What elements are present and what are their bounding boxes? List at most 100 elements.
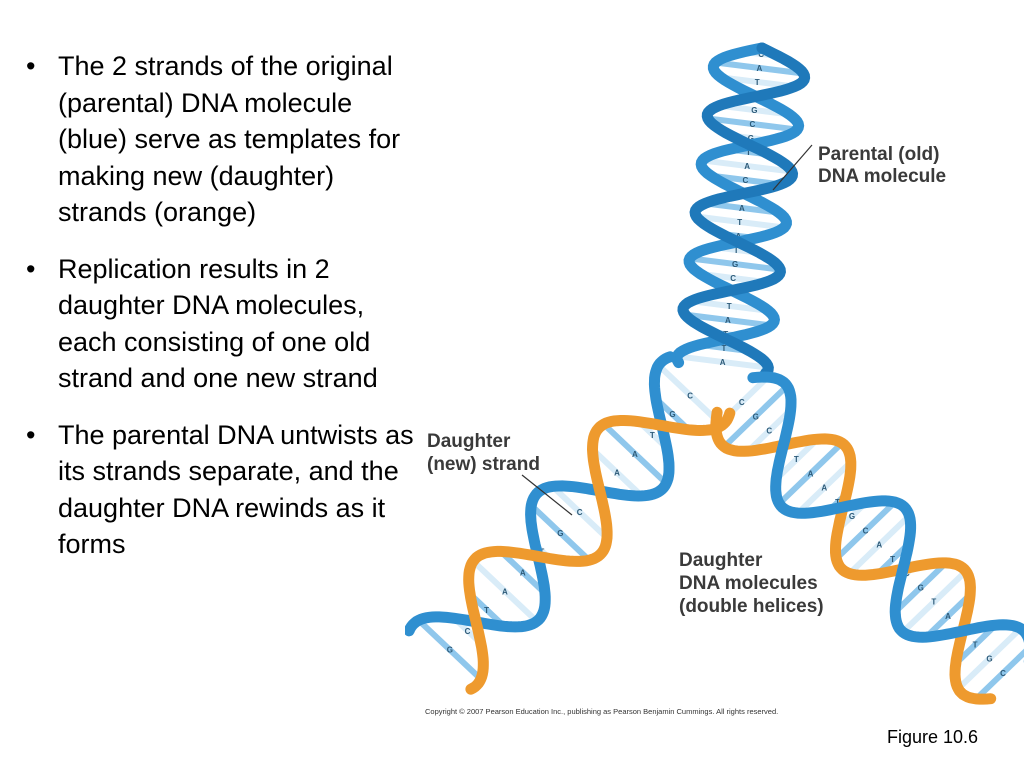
right-daughter-helix-base-pair: G: [893, 560, 949, 615]
right-daughter-helix-base-letter: G: [918, 583, 924, 592]
right-daughter-helix-rung: [746, 407, 793, 454]
right-daughter-helix-rung: [893, 560, 949, 615]
left-daughter-helix-rung: [416, 618, 483, 682]
left-daughter-helix-base-letter: A: [632, 450, 638, 459]
left-daughter-helix-base-letter: G: [669, 410, 675, 419]
parental-helix-base-letter: C: [743, 176, 749, 185]
right-daughter-helix-base-pair: A: [924, 592, 973, 640]
right-daughter-helix-base-letter: T: [794, 455, 799, 464]
parental-helix-base-letter: A: [720, 358, 726, 367]
right-daughter-helix-base-pair: G: [722, 383, 790, 449]
parental-helix-rung: [715, 59, 804, 77]
bullet-text: The 2 strands of the original (parental)…: [58, 51, 401, 227]
left-daughter-helix-base-letter: A: [520, 568, 526, 577]
parental-helix-base-pair: T: [690, 298, 769, 314]
left-daughter-helix-strand-a: [405, 351, 676, 637]
left-daughter-helix-rung: [471, 558, 539, 624]
parental-helix-base-pair: A: [684, 311, 772, 329]
right-daughter-helix-rung: [774, 437, 820, 482]
left-daughter-helix-base-letter: T: [650, 431, 655, 440]
left-daughter-helix-rung: [550, 484, 610, 541]
right-daughter-helix-base-letter: C: [766, 427, 772, 436]
right-daughter-helix-base-letter: A: [821, 484, 827, 493]
right-daughter-helix-rung: [834, 499, 897, 561]
left-daughter-helix-base-pair: G: [416, 618, 483, 682]
bullet-item: • Replication results in 2 daughter DNA …: [22, 251, 417, 397]
left-daughter-helix-base-letter: C: [687, 391, 693, 400]
parental-helix-base-letter: T: [734, 246, 739, 255]
right-daughter-helix-base-letter: A: [808, 469, 814, 478]
bullet-text: Replication results in 2 daughter DNA mo…: [58, 253, 378, 394]
left-daughter-helix-base-letter: C: [465, 627, 471, 636]
parental-helix-base-letter: C: [758, 50, 764, 59]
right-daughter-helix-rung: [795, 459, 853, 516]
left-daughter-helix-base-pair: C: [550, 484, 610, 541]
left-daughter-helix-base-pair: G: [529, 503, 592, 563]
right-daughter-helix-rung: [847, 513, 912, 576]
right-daughter-helix-base-pair: T: [774, 437, 820, 482]
bullet-symbol: •: [26, 419, 36, 450]
right-daughter-helix-rung: [974, 648, 1024, 702]
left-daughter-helix-rung: [601, 422, 669, 486]
bullet-text: The parental DNA untwists as its strands…: [58, 419, 414, 560]
bullet-item: • The 2 strands of the original (parenta…: [22, 48, 417, 231]
left-daughter-helix-base-letter: T: [484, 606, 489, 615]
parental-helix-rung: [695, 213, 785, 231]
daughter-strand-label-2: (new) strand: [427, 454, 540, 475]
daughter-molecules-label: Daughter: [679, 550, 763, 571]
right-daughter-helix-base-letter: G: [753, 412, 759, 421]
parental-label-2: DNA molecule: [818, 166, 946, 187]
right-daughter-helix-base-pair: T: [900, 569, 969, 635]
copyright-notice: Copyright © 2007 Pearson Education Inc.,…: [425, 707, 779, 716]
left-daughter-helix-base-letter: A: [502, 587, 508, 596]
parental-helix-base-letter: A: [744, 162, 750, 171]
parental-helix-rung: [707, 115, 798, 133]
right-daughter-helix-base-letter: T: [890, 555, 895, 564]
daughter-strand-label: Daughter: [427, 431, 511, 452]
right-daughter-helix-base-pair: A: [847, 513, 912, 576]
left-daughter-helix-base-letter: G: [447, 646, 453, 655]
helix-strands: [405, 42, 1024, 705]
parental-helix-rung: [689, 255, 781, 273]
parental-helix-base-letter: A: [725, 316, 731, 325]
parental-helix-base-letter: G: [732, 260, 738, 269]
parental-helix-base-pair: A: [702, 157, 793, 175]
right-daughter-helix-base-pair: G: [956, 626, 1023, 691]
right-daughter-helix-base-letter: A: [876, 541, 882, 550]
left-daughter-helix-base-letter: G: [557, 529, 563, 538]
parental-helix-base-pair: C: [707, 115, 798, 133]
right-daughter-helix-base-letter: C: [739, 398, 745, 407]
parental-helix-base-letter: C: [730, 274, 736, 283]
parental-helix-base-pair: G: [689, 255, 781, 273]
right-daughter-helix-rung: [953, 623, 998, 666]
right-daughter-helix-base-pair: C: [746, 407, 793, 454]
right-daughter-helix-base-pair: C: [974, 648, 1024, 702]
right-daughter-helix-base-pair: T: [953, 623, 998, 666]
right-daughter-helix-base-letter: T: [835, 498, 840, 507]
parental-helix-rung: [702, 157, 793, 175]
parental-helix-rung: [676, 353, 769, 371]
bullet-item: • The parental DNA untwists as its stran…: [22, 417, 417, 563]
left-daughter-helix-base-pair: A: [471, 558, 539, 624]
bullet-symbol: •: [26, 51, 36, 81]
right-daughter-helix-base-pair: C: [834, 499, 897, 561]
dna-replication-figure: CATCGCGTACGATATGCATATTACGTAATCGTAATCGCGC…: [405, 42, 1024, 705]
figure-caption: Figure 10.6: [887, 727, 979, 747]
parental-helix-base-letter: T: [722, 344, 727, 353]
bullet-list: • The 2 strands of the original (parenta…: [22, 48, 417, 583]
left-daughter-helix-base-pair: A: [498, 549, 548, 596]
right-daughter-helix-base-letter: C: [1000, 669, 1006, 678]
daughter-strand-leader-line: [521, 474, 573, 516]
left-daughter-helix-base-pair: A: [601, 422, 669, 486]
parental-helix-base-pair: A: [676, 353, 769, 371]
left-daughter-helix-rung: [590, 447, 644, 499]
parental-helix-base-letter: G: [751, 106, 757, 115]
right-daughter-helix-strand-b: [747, 371, 1024, 663]
right-daughter-helix-base-letter: A: [945, 612, 951, 621]
right-daughter-helix-base-letter: T: [931, 598, 936, 607]
parental-helix-strand-a: [671, 42, 805, 369]
parental-helix-base-letter: C: [750, 120, 756, 129]
parental-helix-base-letter: A: [757, 64, 763, 73]
parental-helix-rung: [684, 311, 772, 329]
left-daughter-helix-strand-b: [463, 407, 736, 695]
